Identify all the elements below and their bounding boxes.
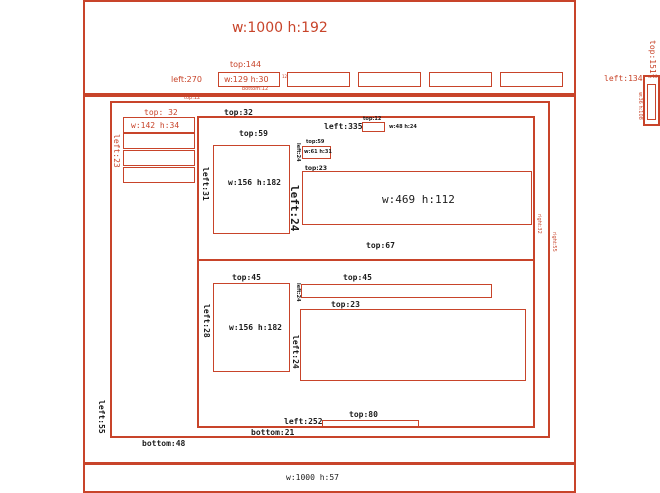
card1-block-top-label: top:23 xyxy=(305,165,328,172)
header-bottom-label: bottom:12 xyxy=(242,86,269,92)
card1-tag-top-label: top:59 xyxy=(306,139,325,145)
card1-spacing-label: left:24 xyxy=(288,185,301,232)
header-gap-label: 12 xyxy=(282,74,288,79)
inner-frame-right-label: right:55 xyxy=(551,232,557,252)
inner-frame-bottom-label: bottom:48 xyxy=(142,439,186,448)
side-widget-small-label: w:18 xyxy=(648,74,658,79)
nav-left-label: left:23 xyxy=(112,134,121,168)
footer-size-label: w:1000 h:57 xyxy=(286,473,339,482)
nav-item-4[interactable] xyxy=(123,167,195,183)
card1-top-label: top:59 xyxy=(239,129,268,138)
content-top-label: top:12 xyxy=(184,95,201,101)
card1-tag-label: w:61 h:31 xyxy=(304,149,332,155)
main-panel-top-label: top:32 xyxy=(224,108,253,117)
footer-bar-top-label: top:80 xyxy=(349,410,378,419)
card1-left-label: left:31 xyxy=(201,167,210,201)
side-left-label: left:134 xyxy=(604,74,643,83)
card2-progress-bar xyxy=(301,284,492,298)
card2-left-label: left:28 xyxy=(202,304,211,338)
nav-item-size-label: w:142 h:34 xyxy=(131,121,180,130)
header-button-1[interactable] xyxy=(218,72,280,87)
nav-item-2[interactable] xyxy=(123,133,195,149)
card1-image-size-label: w:156 h:182 xyxy=(228,178,281,187)
card2-bar-left-label: left:24 xyxy=(295,283,301,302)
inner-frame xyxy=(110,101,550,438)
main-panel xyxy=(197,116,535,428)
card-divider xyxy=(199,259,533,261)
inner-frame-left-label: left:55 xyxy=(97,400,106,434)
card2-image-size-label: w:156 h:182 xyxy=(229,323,282,332)
nav-item-3[interactable] xyxy=(123,150,195,166)
side-widget-size-label: w:36 h:108 xyxy=(637,92,643,120)
side-widget-inner xyxy=(647,84,656,120)
header-left-label: left:270 xyxy=(171,75,202,84)
card1-bottom-label: top:67 xyxy=(366,241,395,250)
nav-top-label: top: 32 xyxy=(144,108,178,117)
footer-bar[interactable] xyxy=(322,420,419,427)
card2-block-top-label: top:23 xyxy=(331,300,360,309)
card1-content-block-size-label: w:469 h:112 xyxy=(382,193,455,206)
header-button-size-label: w:129 h:30 xyxy=(224,75,269,84)
footer-bar-left-label: left:252 xyxy=(284,417,323,426)
header-size-label: w:1000 h:192 xyxy=(232,20,328,36)
card1-content-block xyxy=(302,171,532,225)
nav-item-1[interactable] xyxy=(123,117,195,133)
card2-content-block xyxy=(300,309,526,381)
header-button-2[interactable] xyxy=(287,72,350,87)
card1-small-badge[interactable] xyxy=(362,122,385,132)
card1-tag[interactable] xyxy=(302,146,331,159)
footer-region xyxy=(83,463,576,493)
card2-image xyxy=(213,283,290,372)
side-widget xyxy=(643,75,660,126)
card1-top-12-label: top:12 xyxy=(363,116,382,122)
header-top-label: top:144 xyxy=(230,60,262,69)
card1-image xyxy=(213,145,290,234)
header-region xyxy=(83,0,576,95)
card2-top-label: top:45 xyxy=(232,273,261,282)
card1-left-335-label: left:335 xyxy=(324,122,363,131)
card1-tag-left-label: left:24 xyxy=(295,143,301,162)
header-button-3[interactable] xyxy=(358,72,421,87)
side-top-label: top:151 xyxy=(648,40,657,74)
header-button-4[interactable] xyxy=(429,72,492,87)
card1-small-badge-label: w:48 h:24 xyxy=(389,124,417,130)
header-button-5[interactable] xyxy=(500,72,563,87)
main-panel-right-label: right:32 xyxy=(536,214,542,234)
main-panel-bottom-label: bottom:21 xyxy=(251,428,295,437)
card2-bar-top-label: top:45 xyxy=(343,273,372,282)
card2-block-left-label: left:24 xyxy=(291,335,300,369)
